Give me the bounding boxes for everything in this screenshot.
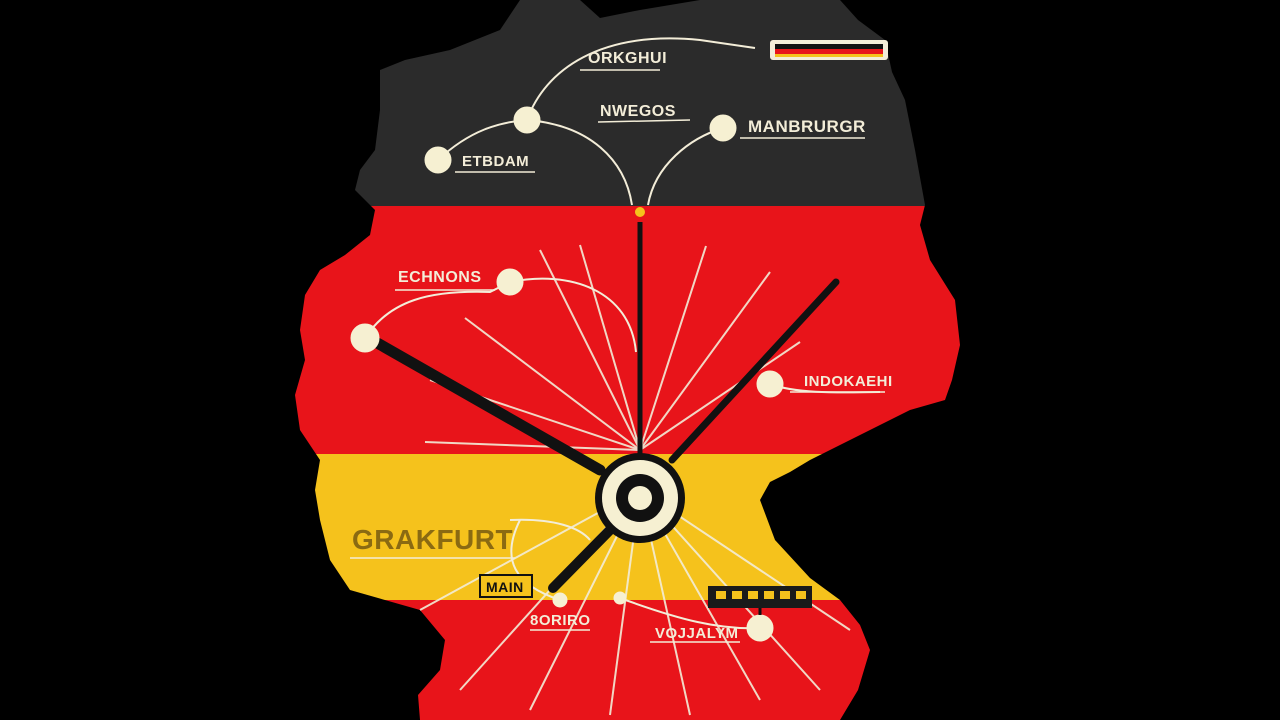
station-node [552,592,568,608]
hand-northwest [366,334,606,476]
label-underlines [350,69,885,643]
label-frankfurt: GRAKFURT [352,524,513,555]
station-node [746,614,774,642]
label-north-east: MANBRURGR [748,117,866,136]
city-labels: ORKGHUI NWEGOS MANBRURGR ETBDAM ECHNONS … [352,50,893,642]
station-node [635,207,645,217]
station-node [513,106,541,134]
label-north-center: NWEGOS [600,103,676,120]
station-node [496,268,524,296]
red-band-south [295,600,960,720]
station-node [424,146,452,174]
small-label-box [479,574,533,598]
label-south-east: VOJJALYM [655,625,738,642]
label-top: ORKGHUI [588,50,667,67]
label-north-west: ETBDAM [462,153,529,170]
label-south-center: 8ORIRO [530,612,591,629]
red-band [295,206,960,454]
station-node [350,323,380,353]
station-nodes [350,106,784,642]
station-node [756,370,784,398]
label-small-box: MAIN [486,579,524,595]
flag-badge-icon [770,40,888,60]
hand-northeast [668,278,840,464]
label-west: ECHNONS [398,269,482,286]
station-node [613,591,627,605]
clock-hands [366,222,840,593]
station-node [709,114,737,142]
clock-hub-icon [595,453,685,543]
hand-south [548,525,615,593]
label-east: INDOKAEHI [804,373,893,390]
train-icon [708,586,812,615]
